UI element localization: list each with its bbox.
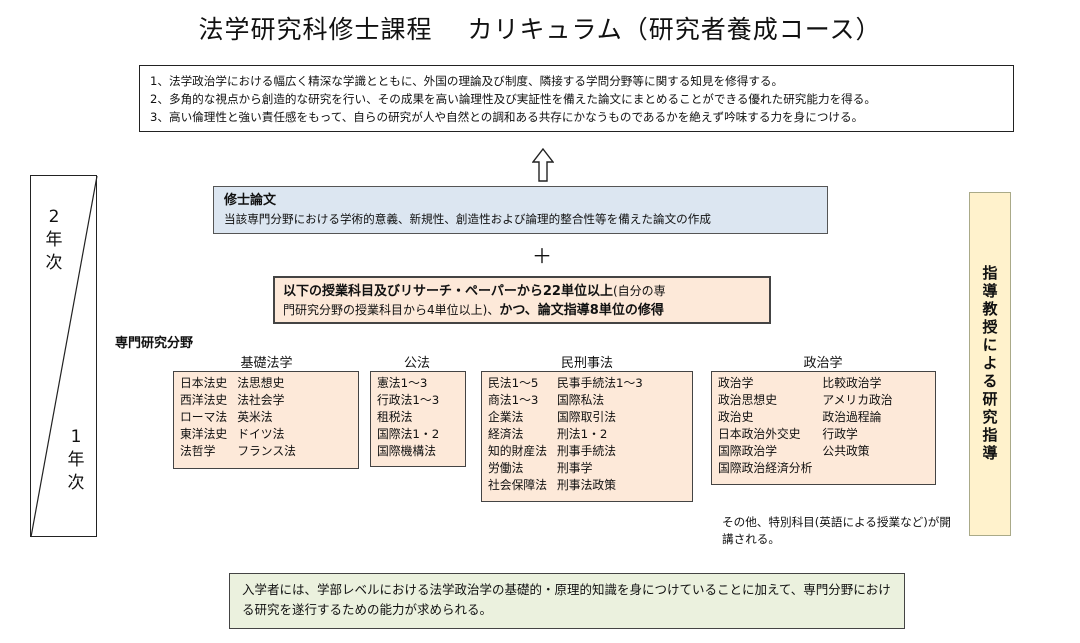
subject-item: 行政法1～3 (377, 393, 440, 407)
table-row: 労働法 刑事学 (488, 460, 653, 477)
table-row: 国際法1・2 (377, 426, 449, 443)
credit-note-2: 門研究分野の授業科目から4単位以上)、 (283, 303, 500, 317)
thesis-box: 修士論文 当該専門分野における学術的意義、新規性、創造性および論理的整合性等を備… (213, 186, 828, 234)
subject-item: 社会保障法 (488, 478, 547, 492)
year-progression-box: 2 年 次 1 年 次 (30, 175, 98, 538)
subject-item: 公共政策 (822, 444, 870, 458)
subject-item: 政治思想史 (718, 393, 777, 407)
subject-item: 英米法 (237, 410, 273, 424)
other-subjects-note: その他、特別科目(英語による授業など)が開講される。 (722, 515, 951, 546)
plus-sign: ＋ (532, 244, 552, 268)
subject-item: 国際機構法 (377, 444, 436, 458)
subject-item: 法哲学 (180, 444, 216, 458)
subject-item: 民事手続法1～3 (557, 376, 643, 390)
category-title: 民刑事法 (560, 356, 613, 371)
subject-item: 知的財産法 (488, 444, 547, 458)
category-title: 基礎法学 (240, 356, 293, 371)
category-title: 公法 (403, 356, 430, 371)
table-row: ローマ法英米法 (180, 409, 306, 426)
goal-item: 3、高い倫理性と強い責任感をもって、自らの研究が人や自然との調和ある共存にかなう… (150, 110, 864, 124)
subject-box-basic-law: 日本法史法思想史 西洋法史法社会学 ローマ法英米法 東洋法史ドイツ法 法哲学 フラ… (173, 371, 359, 469)
table-row: 西洋法史法社会学 (180, 392, 306, 409)
thesis-description: 当該専門分野における学術的意義、新規性、創造性および論理的整合性等を備えた論文の… (224, 212, 711, 226)
subject-item: 刑法1・2 (557, 427, 608, 441)
table-row: 知的財産法刑事手続法 (488, 443, 653, 460)
second-year-label: 2 年 次 (45, 207, 63, 273)
field-label: 専門研究分野 (115, 336, 194, 351)
subject-item: 東洋法史 (180, 427, 228, 441)
credit-main-text: 以下の授業科目及びリサーチ・ペーパーから22単位以上 (283, 284, 613, 299)
first-year-label: 1 年 次 (67, 427, 85, 493)
subject-item: 労働法 (488, 461, 524, 475)
subject-item: ローマ法 (180, 410, 228, 424)
table-row: 商法1～3 国際私法 (488, 392, 653, 409)
table-row: 法哲学 フランス法 (180, 443, 306, 460)
goal-item: 1、法学政治学における幅広く精深な学識とともに、外国の理論及び制度、隣接する学問… (150, 74, 784, 88)
category-title: 政治学 (803, 356, 843, 371)
subject-item: 法社会学 (237, 393, 285, 407)
table-row: 日本法史法思想史 (180, 375, 306, 392)
subject-item: 刑事学 (557, 461, 593, 475)
table-row: 東洋法史ドイツ法 (180, 426, 306, 443)
table-row: 国際政治経済分析 (718, 460, 903, 477)
subject-item: 比較政治学 (822, 376, 882, 390)
table-row: 政治史 政治過程論 (718, 409, 903, 426)
table-row: 租税法 (377, 409, 449, 426)
admission-requirement-box: 入学者には、学部レベルにおける法学政治学の基礎的・原理的知識を身につけていること… (229, 573, 905, 629)
table-row: 企業法 国際取引法 (488, 409, 653, 426)
subject-item: 国際取引法 (557, 410, 616, 424)
credit-note-1: (自分の専 (612, 284, 666, 298)
subject-item: 日本政治外交史 (718, 427, 801, 441)
subject-item: 企業法 (488, 410, 524, 424)
subject-item: 国際法1・2 (377, 427, 440, 441)
subject-item: 憲法1～3 (377, 376, 428, 390)
subject-item: アメリカ政治 (822, 393, 893, 407)
credit-guidance-text: かつ、論文指導8単位の修得 (499, 303, 664, 318)
subject-item: 行政学 (822, 427, 858, 441)
page-title: 法学研究科修士課程 カリキュラム（研究者養成コース） (198, 15, 882, 44)
table-row: 民法1～5 民事手続法1～3 (488, 375, 653, 392)
learning-goals-box: 1、法学政治学における幅広く精深な学識とともに、外国の理論及び制度、隣接する学問… (139, 65, 1014, 132)
research-guidance-label: 指導教授による研究指導 (980, 265, 999, 463)
subject-item: 法思想史 (237, 376, 285, 390)
subject-item: 西洋法史 (180, 393, 228, 407)
table-row: 行政法1～3 (377, 392, 449, 409)
table-row: 憲法1～3 (377, 375, 449, 392)
up-arrow-icon (531, 147, 555, 186)
table-row: 日本政治外交史 行政学 (718, 426, 903, 443)
table-row: 経済法 刑法1・2 (488, 426, 653, 443)
subject-item: フランス法 (237, 444, 296, 458)
subject-item: 政治学 (718, 376, 754, 390)
subject-item: 商法1～3 (488, 393, 539, 407)
table-row: 政治思想史 アメリカ政治 (718, 392, 903, 409)
subject-item: 日本法史 (180, 376, 228, 390)
goal-item: 2、多角的な視点から創造的な研究を行い、その成果を高い論理性及び実証性を備えた論… (150, 92, 876, 106)
subject-item: 政治史 (718, 410, 754, 424)
subject-item: 租税法 (377, 410, 413, 424)
table-row: 国際政治学 公共政策 (718, 443, 903, 460)
subject-item: 刑事法政策 (557, 478, 616, 492)
subject-item: 国際政治経済分析 (718, 461, 813, 475)
credit-requirement-box: 以下の授業科目及びリサーチ・ペーパーから22単位以上(自分の専 門研究分野の授業… (273, 276, 771, 324)
subject-item: 政治過程論 (822, 410, 882, 424)
research-guidance-box: 指導教授による研究指導 (969, 192, 1011, 536)
subject-item: 経済法 (488, 427, 524, 441)
table-row: 国際機構法 (377, 443, 449, 460)
subject-item: 国際政治学 (718, 444, 777, 458)
subject-item: 刑事手続法 (557, 444, 616, 458)
subject-item: ドイツ法 (237, 427, 285, 441)
subject-box-public-law: 憲法1～3 行政法1～3 租税法 国際法1・2 国際機構法 (370, 371, 466, 467)
thesis-title: 修士論文 (224, 193, 277, 208)
subject-box-civil-criminal-law: 民法1～5 民事手続法1～3 商法1～3 国際私法 企業法 国際取引法 経済法 刑法1・… (481, 371, 693, 502)
subject-box-political-science: 政治学 比較政治学 政治思想史 アメリカ政治 政治史 政治過程論 日本政治外交史 行政学… (711, 371, 936, 485)
table-row: 社会保障法刑事法政策 (488, 477, 653, 494)
table-row: 政治学 比較政治学 (718, 375, 903, 392)
subject-item: 民法1～5 (488, 376, 539, 390)
subject-item (822, 460, 902, 477)
subject-item: 国際私法 (557, 393, 605, 407)
